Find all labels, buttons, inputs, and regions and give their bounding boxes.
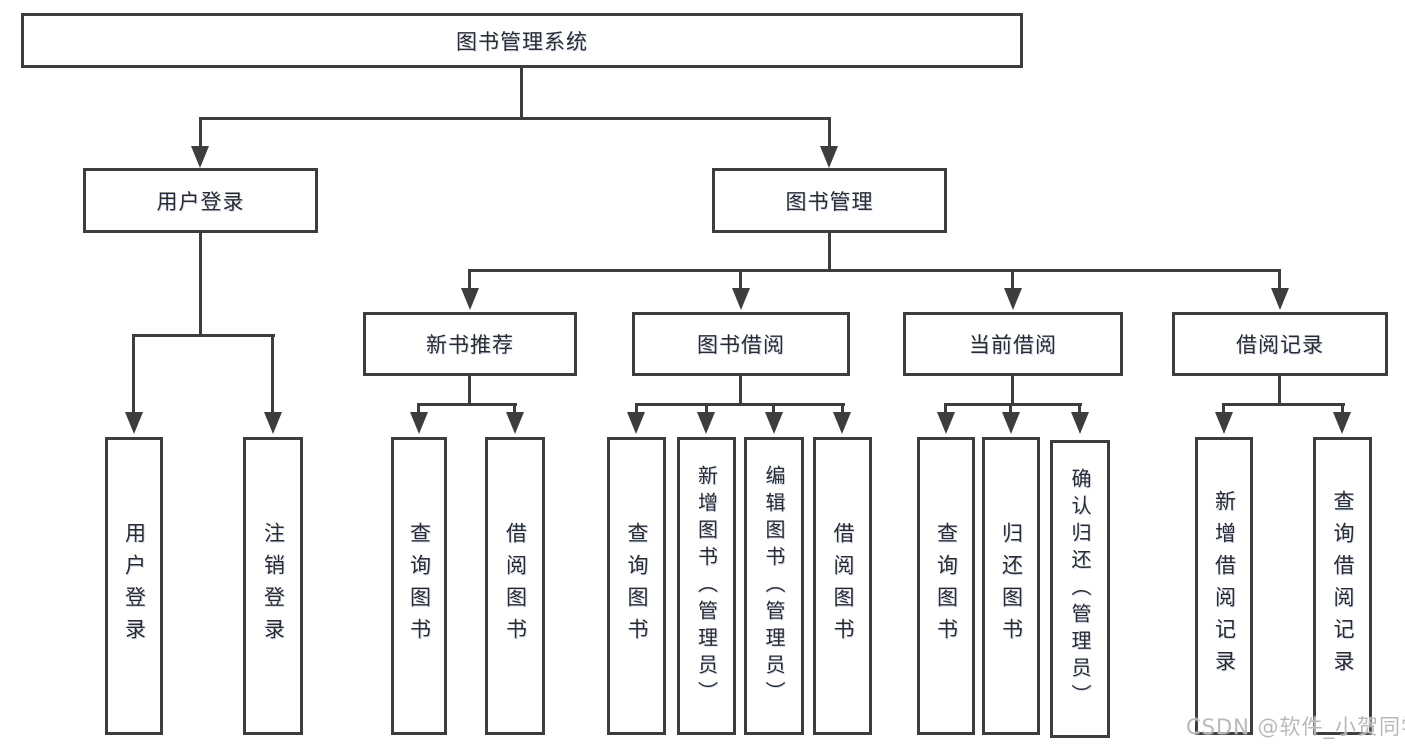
connector-line <box>1222 403 1225 415</box>
leaf-logout: 注销登录 <box>243 437 303 735</box>
arrow-down-icon <box>125 412 143 434</box>
node-book-management: 图书管理 <box>712 168 947 233</box>
node-label: 新增图书（管理员） <box>694 464 719 708</box>
node-user-login-branch: 用户登录 <box>83 168 318 233</box>
node-label: 图书管理 <box>785 189 874 214</box>
connector-line <box>1078 403 1081 415</box>
arrow-down-icon <box>1004 288 1022 310</box>
arrow-down-icon <box>506 412 524 434</box>
node-label: 归还图书 <box>999 522 1024 650</box>
node-borrowing-records: 借阅记录 <box>1172 312 1388 376</box>
connector-line <box>132 334 135 412</box>
node-label: 用户登录 <box>122 522 147 650</box>
connector-line <box>1222 403 1345 406</box>
arrow-down-icon <box>833 412 851 434</box>
arrow-down-icon <box>937 412 955 434</box>
arrow-down-icon <box>627 412 645 434</box>
connector-line <box>468 269 1281 272</box>
arrow-down-icon <box>1071 412 1089 434</box>
connector-line <box>417 403 420 415</box>
leaf-borrow-books-1: 借阅图书 <box>485 437 545 735</box>
connector-line <box>705 403 708 415</box>
connector-line <box>739 269 742 290</box>
connector-line <box>1278 269 1281 290</box>
node-book-borrowing: 图书借阅 <box>632 312 850 376</box>
connector-line <box>944 403 947 415</box>
node-label: 查询借阅记录 <box>1331 490 1355 682</box>
connector-line <box>271 334 274 412</box>
leaf-borrow-books-2: 借阅图书 <box>813 437 872 735</box>
leaf-edit-book-admin: 编辑图书（管理员） <box>744 437 804 735</box>
arrow-down-icon <box>1002 412 1020 434</box>
node-label: 图书管理系统 <box>456 29 588 54</box>
arrow-down-icon <box>732 288 750 310</box>
arrow-down-icon <box>1333 412 1351 434</box>
node-label: 借阅图书 <box>831 522 855 650</box>
connector-line <box>1011 376 1014 406</box>
arrow-down-icon <box>191 146 209 168</box>
node-new-book-recommend: 新书推荐 <box>363 312 577 376</box>
arrow-down-icon <box>697 412 715 434</box>
connector-line <box>513 403 516 415</box>
connector-line <box>1278 376 1281 406</box>
connector-line <box>635 403 638 415</box>
connector-line <box>772 403 775 415</box>
connector-line <box>944 403 1082 406</box>
node-label: 当前借阅 <box>969 333 1057 357</box>
connector-line <box>739 376 742 406</box>
connector-line <box>468 269 471 290</box>
node-current-borrowing: 当前借阅 <box>903 312 1123 376</box>
node-label: 图书借阅 <box>697 333 785 357</box>
connector-line <box>828 117 831 148</box>
arrow-down-icon <box>264 412 282 434</box>
connector-line <box>1341 403 1344 415</box>
node-label: 注销登录 <box>261 522 286 650</box>
node-label: 查询图书 <box>407 522 432 650</box>
connector-line <box>199 117 202 148</box>
arrow-down-icon <box>461 288 479 310</box>
node-label: 借阅图书 <box>503 522 528 650</box>
connector-line <box>828 233 831 272</box>
leaf-return-books: 归还图书 <box>982 437 1040 735</box>
connector-line <box>199 233 202 337</box>
arrow-down-icon <box>1271 288 1289 310</box>
connector-line <box>468 376 471 406</box>
leaf-add-book-admin: 新增图书（管理员） <box>677 437 736 735</box>
node-label: 新书推荐 <box>426 333 514 357</box>
arrow-down-icon <box>820 146 838 168</box>
node-label: 用户登录 <box>156 189 245 214</box>
node-label: 新增借阅记录 <box>1212 490 1237 682</box>
arrow-down-icon <box>410 412 428 434</box>
leaf-confirm-return-admin: 确认归还（管理员） <box>1050 440 1110 738</box>
connector-line <box>1011 269 1014 290</box>
leaf-query-borrow-record: 查询借阅记录 <box>1313 437 1372 735</box>
node-library-system: 图书管理系统 <box>21 13 1023 68</box>
leaf-add-borrow-record: 新增借阅记录 <box>1195 437 1253 735</box>
connector-line <box>132 334 275 337</box>
connector-line <box>841 403 844 415</box>
node-label: 编辑图书（管理员） <box>762 464 786 708</box>
leaf-query-books-2: 查询图书 <box>607 437 666 735</box>
connector-line <box>417 403 517 406</box>
connector-line <box>1009 403 1012 415</box>
connector-line <box>635 403 845 406</box>
arrow-down-icon <box>765 412 783 434</box>
connector-line <box>520 68 523 120</box>
connector-line <box>199 117 831 120</box>
node-label: 确认归还（管理员） <box>1068 467 1092 711</box>
leaf-query-books-1: 查询图书 <box>391 437 447 735</box>
leaf-query-books-3: 查询图书 <box>917 437 975 735</box>
watermark: CSDN @软件_小贺同学 <box>1186 715 1405 739</box>
node-label: 借阅记录 <box>1236 333 1324 357</box>
arrow-down-icon <box>1215 412 1233 434</box>
node-label: 查询图书 <box>625 522 649 650</box>
leaf-user-login: 用户登录 <box>105 437 163 735</box>
node-label: 查询图书 <box>934 522 959 650</box>
